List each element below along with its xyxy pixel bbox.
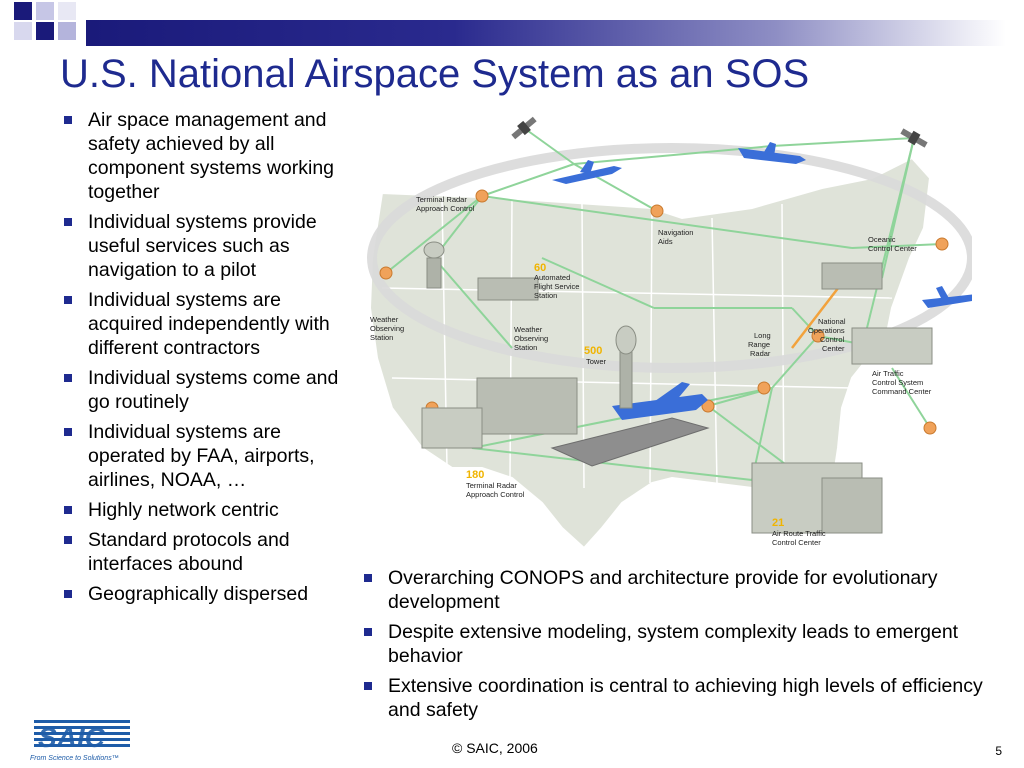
- logo-tagline: From Science to Solutions™: [30, 755, 119, 762]
- map-label: Center: [822, 344, 845, 353]
- tower-icon: [423, 241, 445, 289]
- airplane-icon: [552, 160, 622, 184]
- title-gradient-bar: [86, 20, 1006, 46]
- bullet-item: Individual systems are acquired independ…: [62, 288, 344, 360]
- map-label: Tower: [586, 357, 607, 366]
- map-label: Control Center: [772, 538, 821, 547]
- satellite-orbit: [367, 143, 972, 373]
- map-label: Radar: [750, 349, 771, 358]
- map-label: Air Route Traffic: [772, 529, 826, 538]
- satellite-icon: [900, 128, 928, 148]
- bullet-item: Individual systems come and go routinely: [62, 366, 344, 414]
- airplane-icon: [738, 142, 806, 164]
- tower-icon: [615, 325, 637, 409]
- network-node: [650, 204, 664, 218]
- right-bullet-list: Overarching CONOPS and architecture prov…: [362, 566, 1002, 728]
- map-label: Weather: [370, 315, 399, 324]
- map-count-label: 180: [466, 469, 484, 481]
- deco-square: [58, 2, 76, 20]
- network-node: [923, 421, 937, 435]
- bullet-marker: [64, 590, 72, 598]
- map-label: Air Traffic: [872, 369, 904, 378]
- map-label: Observing: [514, 334, 548, 343]
- network-node: [757, 381, 771, 395]
- bullet-marker: [64, 374, 72, 382]
- network-node: [935, 237, 949, 251]
- map-count-label: 500: [584, 345, 602, 357]
- left-bullet-list: Air space management and safety achieved…: [62, 108, 344, 612]
- network-node: [475, 189, 489, 203]
- bullet-marker: [64, 428, 72, 436]
- footer-copyright: © SAIC, 2006: [452, 740, 538, 756]
- map-label: Station: [370, 333, 393, 342]
- bullet-item: Standard protocols and interfaces abound: [62, 528, 344, 576]
- map-label: Control System: [872, 378, 923, 387]
- map-label: Operations: [808, 326, 845, 335]
- bullet-marker: [64, 506, 72, 514]
- deco-square: [36, 22, 54, 40]
- bullet-item: Extensive coordination is central to ach…: [362, 674, 1002, 722]
- bullet-marker: [64, 116, 72, 124]
- network-node: [811, 329, 825, 343]
- bullet-item: Individual systems provide useful servic…: [62, 210, 344, 282]
- logo-wordmark: SAIC: [38, 722, 106, 753]
- deco-square: [58, 22, 76, 40]
- map-label: Station: [514, 343, 537, 352]
- deco-square: [36, 2, 54, 20]
- bullet-item: Highly network centric: [62, 498, 344, 522]
- map-label: Navigation: [658, 228, 693, 237]
- priority-link: [791, 282, 843, 349]
- map-label: Aids: [658, 237, 673, 246]
- network-nodes: [379, 189, 949, 435]
- bullet-item: Overarching CONOPS and architecture prov…: [362, 566, 1002, 614]
- map-label: Terminal Radar: [466, 481, 517, 490]
- map-label: Control Center: [868, 244, 917, 253]
- deco-square: [14, 2, 32, 20]
- map-label: Station: [534, 291, 557, 300]
- bullet-marker: [64, 218, 72, 226]
- map-count-label: 60: [534, 262, 546, 274]
- building-icon: [821, 262, 883, 290]
- network-node: [379, 266, 393, 280]
- map-label: Approach Control: [416, 204, 475, 213]
- building-icon: [751, 462, 883, 534]
- bullet-item: Individual systems are operated by FAA, …: [62, 420, 344, 492]
- map-label: Flight Service: [534, 282, 579, 291]
- map-label: Oceanic: [868, 235, 896, 244]
- airspace-map-illustration: Terminal Radar Approach Control Navigati…: [367, 116, 972, 550]
- map-label: Approach Control: [466, 490, 525, 499]
- airplane-icon: [612, 382, 708, 420]
- bullet-item: Air space management and safety achieved…: [62, 108, 344, 204]
- map-label: Automated: [534, 273, 570, 282]
- runway: [550, 417, 710, 467]
- slide-title: U.S. National Airspace System as an SOS: [60, 52, 810, 96]
- deco-square: [14, 22, 32, 40]
- satellite-icon: [511, 116, 537, 140]
- building-icon: [851, 327, 933, 365]
- map-label: Range: [748, 340, 770, 349]
- saic-logo: SAIC From Science to Solutions™: [30, 720, 130, 762]
- airplane-icon: [922, 286, 972, 308]
- map-label: Command Center: [872, 387, 932, 396]
- bullet-marker: [364, 682, 372, 690]
- map-label: Observing: [370, 324, 404, 333]
- bullet-marker: [364, 574, 372, 582]
- bullet-marker: [64, 536, 72, 544]
- page-number: 5: [995, 744, 1002, 758]
- bullet-item: Geographically dispersed: [62, 582, 344, 606]
- bullet-marker: [64, 296, 72, 304]
- bullet-marker: [364, 628, 372, 636]
- building-icon: [477, 277, 539, 301]
- building-icon: [421, 377, 578, 449]
- map-label: National: [818, 317, 846, 326]
- map-count-label: 21: [772, 517, 784, 529]
- header-decoration: [0, 0, 1024, 50]
- map-label: Terminal Radar: [416, 195, 467, 204]
- bullet-item: Despite extensive modeling, system compl…: [362, 620, 1002, 668]
- map-label: Control: [820, 335, 845, 344]
- map-label: Weather: [514, 325, 543, 334]
- map-label: Long: [754, 331, 771, 340]
